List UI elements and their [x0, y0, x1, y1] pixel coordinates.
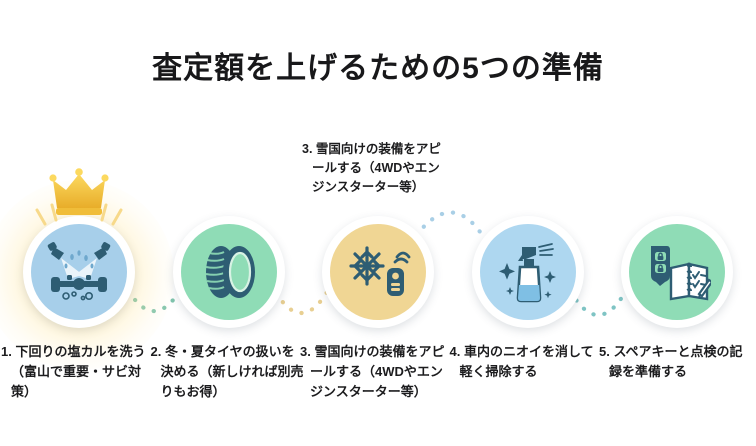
step-circle-1[interactable]	[23, 216, 135, 328]
crown-icon	[35, 168, 123, 226]
step-caption-3: 3. 雪国向けの装備をアピールする（4WDやエンジンスターター等）	[300, 344, 445, 400]
steps-row: 1. 下回りの塩カルを洗う（富山で重要・サビ対策）	[0, 168, 756, 446]
step-item-5[interactable]: 5. スペアキーと点検の記録を準備する	[599, 216, 748, 446]
step-circle-5[interactable]	[621, 216, 733, 328]
page-title: 査定額を上げるための5つの準備	[152, 52, 604, 85]
callout-step-3: 3. 雪国向けの装備をアピールする（4WDやエンジンスターター等）	[302, 142, 441, 194]
car-undercarriage-wash-icon	[47, 242, 111, 301]
step-caption-2: 2. 冬・夏タイヤの扱いを決める（新しければ別売りもお得）	[150, 344, 304, 400]
tire-icon	[205, 246, 255, 298]
step-caption-1: 1. 下回りの塩カルを洗う（富山で重要・サビ対策）	[1, 344, 146, 400]
step-caption-4: 4. 車内のニオイを消して軽く掃除する	[449, 344, 594, 380]
spray-bottle-sparkle-icon	[498, 243, 556, 303]
step-circle-2[interactable]	[172, 216, 285, 328]
step-circle-4[interactable]	[471, 216, 584, 328]
step-circle-3[interactable]	[322, 216, 434, 328]
step-item-2[interactable]: 2. 冬・夏タイヤの扱いを決める（新しければ別売りもお得）	[151, 216, 304, 446]
snowflake-remote-key-icon	[349, 246, 411, 296]
step-caption-5: 5. スペアキーと点検の記録を準備する	[599, 344, 743, 380]
step-item-3[interactable]: 3. 雪国向けの装備をアピールする（4WDやエンジンスターター等）	[300, 216, 449, 446]
key-fob-notebook-icon	[651, 246, 711, 301]
step-item-1[interactable]: 1. 下回りの塩カルを洗う（富山で重要・サビ対策）	[0, 168, 174, 446]
step-item-4[interactable]: 4. 車内のニオイを消して軽く掃除する	[450, 216, 599, 446]
